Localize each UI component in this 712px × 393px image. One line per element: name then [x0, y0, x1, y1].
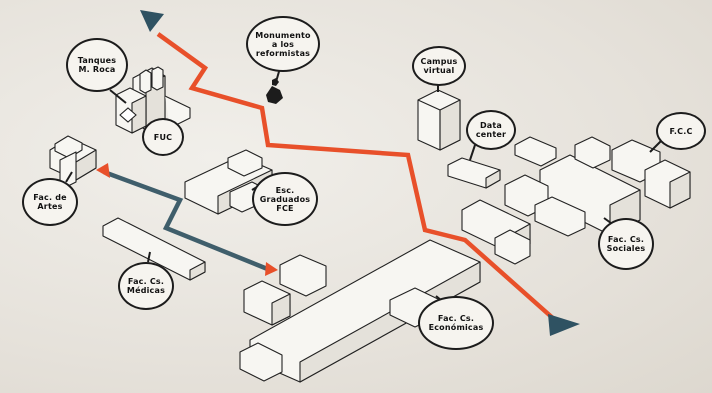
label-monumento: Monumento a los reformistas — [246, 16, 320, 72]
label-fcc: F.C.C — [656, 112, 706, 150]
label-fuc: FUC — [142, 118, 184, 156]
label-fac-economicas-text: Fac. Cs. Económicas — [428, 314, 484, 332]
label-fac-artes: Fac. de Artes — [22, 178, 78, 226]
route-arrow-red — [96, 163, 110, 178]
label-esc-graduados: Esc. Graduados FCE — [252, 172, 318, 226]
building-fac-economicas — [239, 239, 481, 383]
label-fac-artes-text: Fac. de Artes — [33, 193, 67, 211]
building-data-center — [447, 136, 557, 189]
building-campus-virtual — [417, 89, 461, 151]
label-fac-economicas: Fac. Cs. Económicas — [418, 296, 494, 350]
label-data-center-text: Data center — [475, 121, 507, 139]
monument-icon — [266, 78, 283, 104]
route-red — [156, 32, 557, 322]
label-fac-sociales: Fac. Cs. Sociales — [598, 218, 654, 270]
label-fac-medicas-text: Fac. Cs. Médicas — [126, 277, 166, 295]
route-blue — [103, 169, 271, 273]
arrowhead-icon — [548, 314, 580, 336]
building-fuc — [115, 87, 147, 134]
label-tanques-m-roca-text: Tanques M. Roca — [77, 56, 117, 74]
label-campus-virtual: Campus virtual — [412, 46, 466, 86]
label-data-center: Data center — [466, 110, 516, 150]
route-arrow-red — [265, 262, 278, 276]
label-esc-graduados-text: Esc. Graduados FCE — [259, 185, 311, 213]
label-tanques-m-roca: Tanques M. Roca — [66, 38, 128, 92]
label-campus-virtual-text: Campus virtual — [420, 57, 458, 75]
building-fac-sociales — [461, 196, 586, 265]
label-fcc-text: F.C.C — [669, 126, 693, 136]
label-fac-sociales-text: Fac. Cs. Sociales — [606, 235, 646, 253]
label-monumento-text: Monumento a los reformistas — [255, 30, 311, 58]
label-fuc-text: FUC — [153, 132, 173, 142]
label-fac-medicas: Fac. Cs. Médicas — [118, 262, 174, 310]
building-fac-medicas — [102, 217, 206, 281]
arrowhead-icon — [140, 10, 164, 32]
